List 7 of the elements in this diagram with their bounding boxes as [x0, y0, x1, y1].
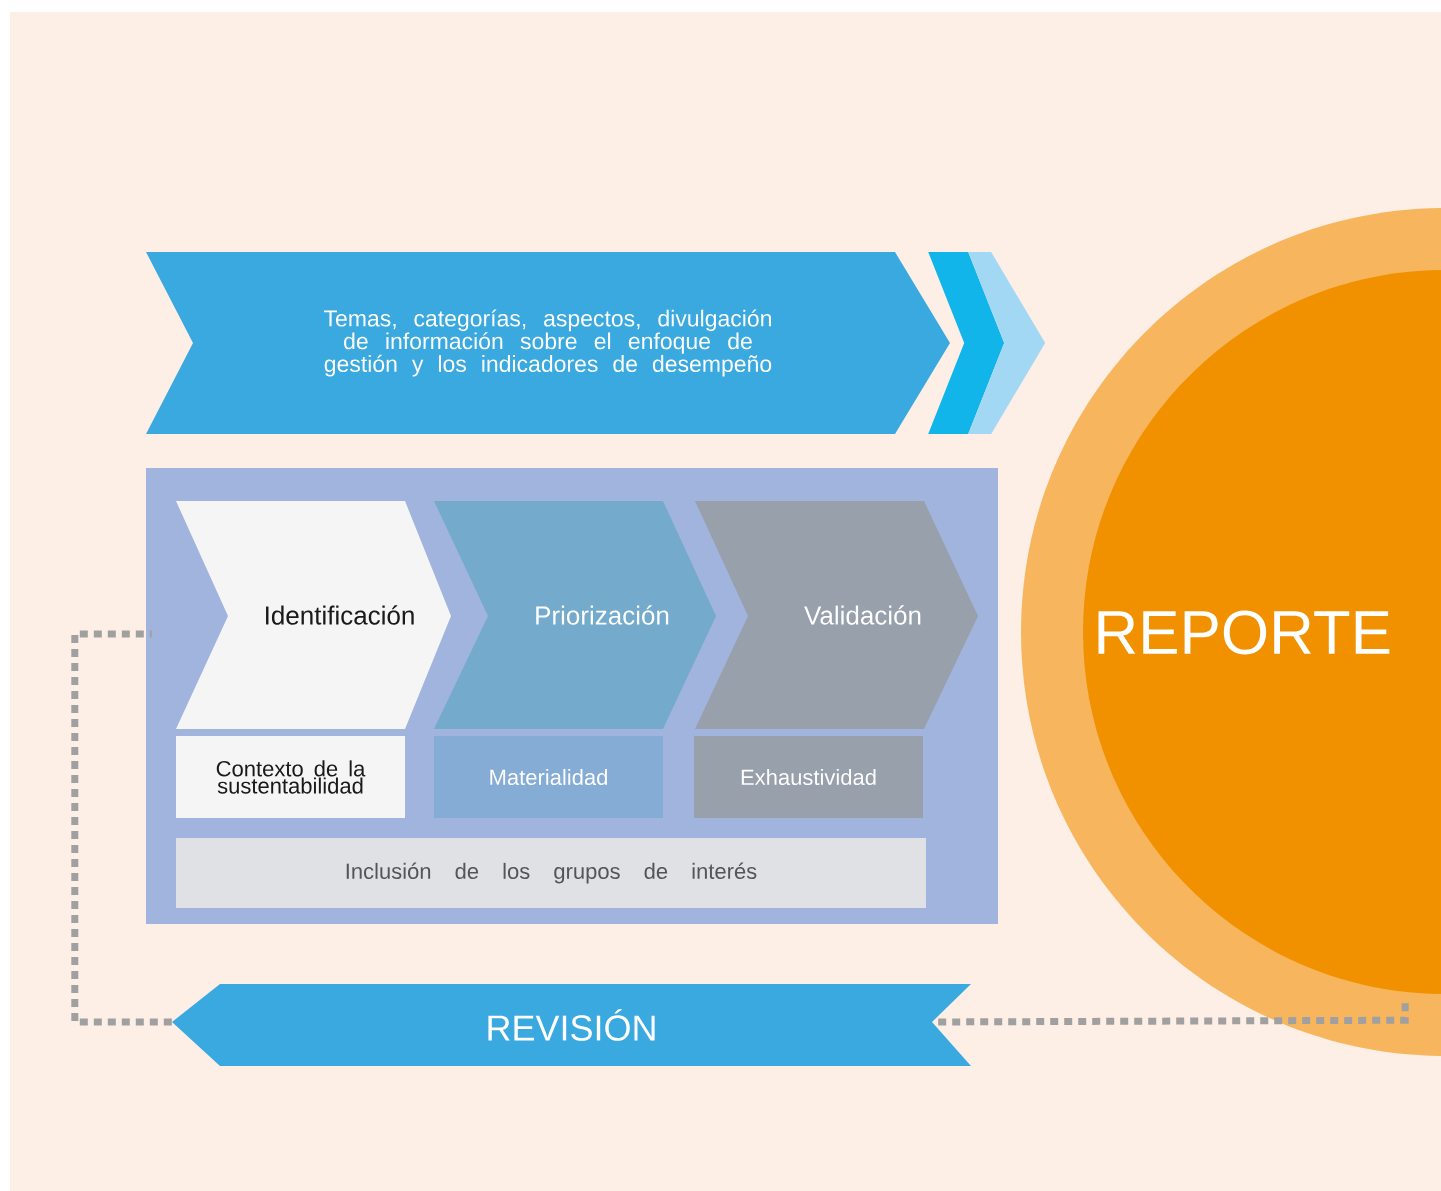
text-box: Inclusión de los grupos de interés [176, 838, 926, 908]
chevron-arrow [928, 252, 1046, 434]
arrow-band: REVISIÓN [172, 984, 971, 1066]
text-box: Exhaustividad [694, 736, 923, 818]
arrow-band: Temas, categorías, aspectos, divulgación de información sobre el enfoque de gestión y los indicadores de desempeño [146, 252, 950, 434]
text-box: Contexto de la sustentabilidad [176, 736, 405, 818]
text-box: Materialidad [434, 736, 663, 818]
